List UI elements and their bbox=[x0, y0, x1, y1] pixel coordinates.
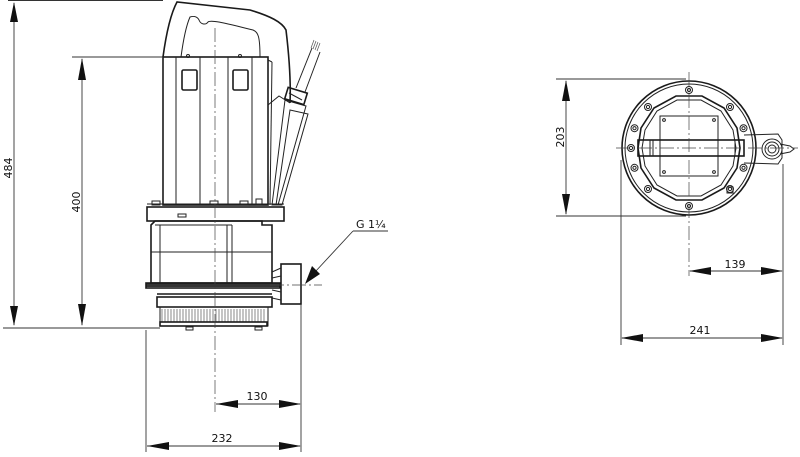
strainer bbox=[159, 306, 269, 331]
pump-body bbox=[150, 220, 302, 305]
cable-gland bbox=[267, 39, 321, 206]
outlet-port bbox=[280, 263, 302, 305]
base-ring bbox=[145, 282, 281, 308]
handle bbox=[162, 1, 292, 104]
cable-gland-top bbox=[726, 133, 795, 194]
dim-top-width-total: 241 bbox=[690, 324, 711, 337]
housing-window-right bbox=[232, 69, 249, 91]
side-view bbox=[145, 1, 322, 412]
thread-size-label: G 1¼ bbox=[356, 218, 386, 231]
dim-overall-height: 484 bbox=[2, 158, 15, 179]
housing-window-left bbox=[181, 69, 198, 91]
top-view-dimensions: 203 139 241 bbox=[554, 78, 784, 345]
dim-width-total: 232 bbox=[212, 432, 233, 445]
dim-axis-to-outlet: 130 bbox=[247, 390, 268, 403]
dim-housing-height: 400 bbox=[70, 192, 83, 213]
dim-diameter: 203 bbox=[554, 127, 567, 148]
flange bbox=[146, 198, 285, 222]
dim-axis-to-gland: 139 bbox=[725, 258, 746, 271]
motor-housing bbox=[162, 54, 273, 206]
top-view bbox=[616, 72, 798, 276]
side-view-dimensions: 484 400 130 232 G 1¼ bbox=[2, 0, 388, 452]
inner-housing-outline bbox=[637, 95, 741, 201]
